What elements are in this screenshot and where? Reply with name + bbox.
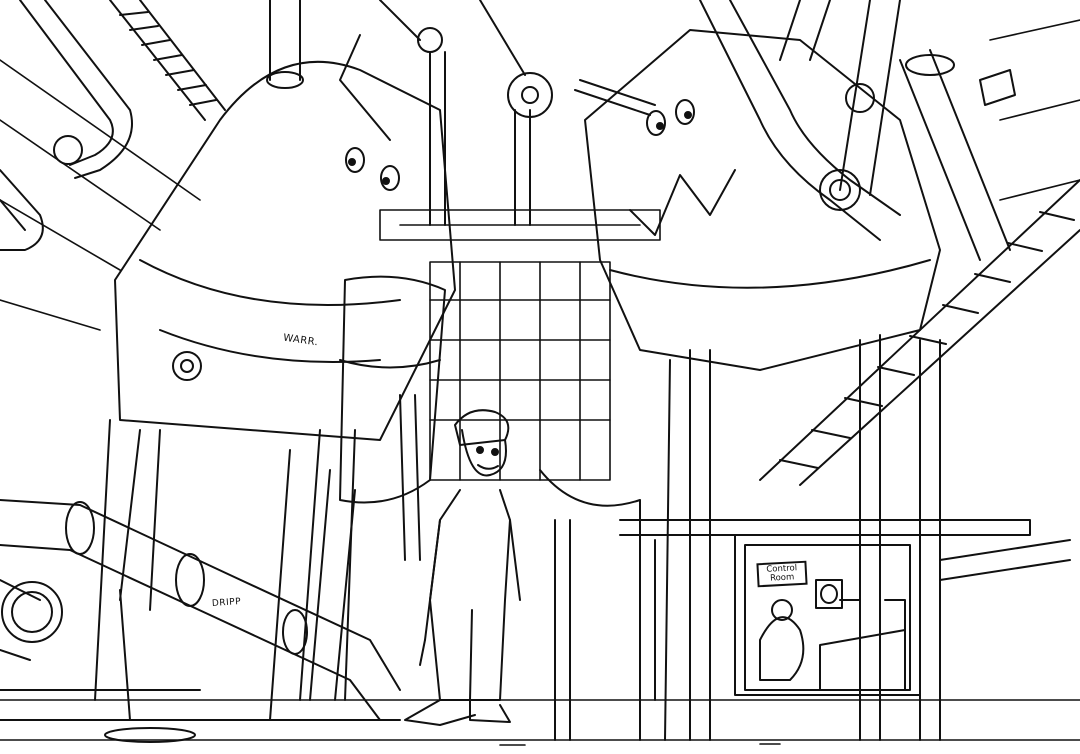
pipes-upper-left [0,0,304,251]
ladder-top-left [109,0,226,121]
control-room-sign-line2: Room [769,572,795,584]
tank-right [574,29,941,371]
floor-details [0,739,1080,746]
pipe-horizontal-right [619,519,1071,701]
tank-centre-left [309,275,446,701]
pipes-upper-right [699,0,1016,261]
control-room [734,534,921,696]
tank-legs-right [539,334,941,741]
pipe-lower-left [0,499,401,743]
control-room-sign: Control Room [756,560,808,588]
tank-left [94,60,456,721]
worker-figure [404,409,521,726]
shafts-top-centre [339,0,553,226]
background-structure [0,19,1080,701]
